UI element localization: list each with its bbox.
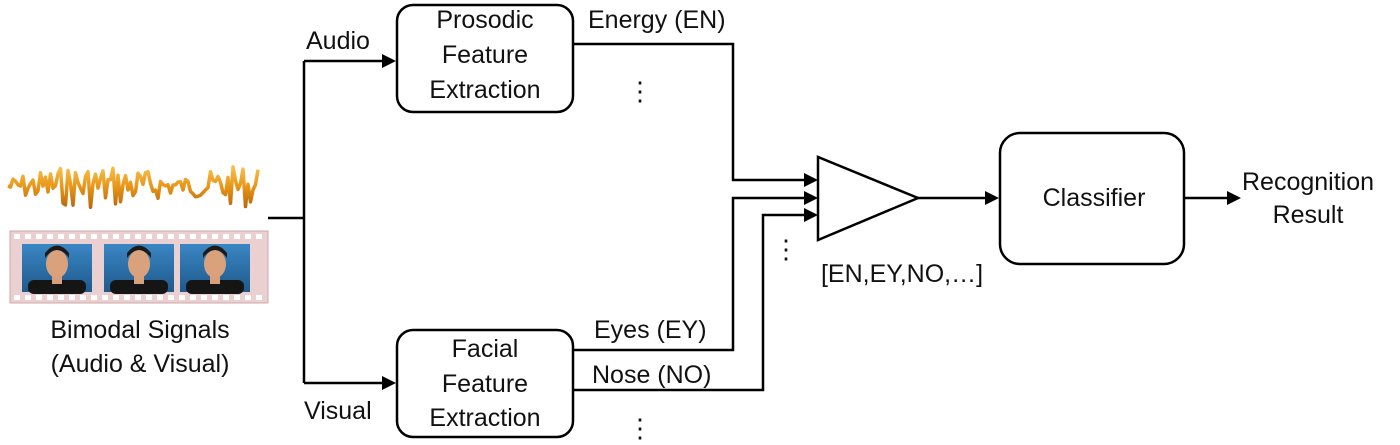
film-sprocket-hole <box>91 234 97 239</box>
audio-branch-label: Audio <box>306 27 370 55</box>
facial-box-line1: Facial <box>452 335 519 363</box>
film-sprocket-hole <box>124 234 130 239</box>
film-sprocket-hole <box>201 295 207 300</box>
film-sprocket-hole <box>256 295 262 300</box>
energy-feature-label: Energy (EN) <box>588 6 726 34</box>
film-sprocket-hole <box>256 234 262 239</box>
film-sprocket-hole <box>212 234 218 239</box>
classifier-label: Classifier <box>1043 184 1146 212</box>
film-sprocket-hole <box>245 295 251 300</box>
film-sprocket-hole <box>168 234 174 239</box>
film-sprocket-hole <box>47 234 53 239</box>
classifier-box: Classifier <box>998 131 1186 266</box>
film-sprocket-hole <box>223 234 229 239</box>
film-sprocket-hole <box>58 234 64 239</box>
film-sprocket-hole <box>113 234 119 239</box>
film-sprocket-hole <box>47 295 53 300</box>
film-sprocket-hole <box>25 295 31 300</box>
film-sprocket-hole <box>190 295 196 300</box>
facial-box-line2: Feature <box>442 370 528 398</box>
visual-branch-label: Visual <box>304 397 372 425</box>
film-sprocket-hole <box>146 295 152 300</box>
film-sprocket-hole <box>124 295 130 300</box>
feature-vector-label: [EN,EY,NO,…] <box>821 260 983 288</box>
prosodic-feature-extraction-box: Prosodic Feature Extraction <box>395 3 575 114</box>
nose-connector <box>573 208 818 392</box>
facial-feature-extraction-box: Facial Feature Extraction <box>395 328 575 439</box>
prosodic-box-line3: Extraction <box>429 76 540 104</box>
video-frame-1 <box>22 244 92 294</box>
feature-fusion-triangle <box>816 155 922 242</box>
film-sprocket-hole <box>135 234 141 239</box>
signals-label-line2: (Audio & Visual) <box>51 350 230 378</box>
eyes-connector <box>573 191 818 352</box>
film-sprocket-hole <box>245 234 251 239</box>
film-sprocket-hole <box>168 295 174 300</box>
film-sprocket-hole <box>179 295 185 300</box>
video-filmstrip-image <box>9 230 269 304</box>
prosodic-box-line2: Feature <box>442 41 528 69</box>
classifier-to-result-connector <box>1184 191 1241 205</box>
film-sprocket-hole <box>69 234 75 239</box>
prosodic-ellipsis: ⋮ <box>627 76 653 106</box>
split-connector <box>268 54 396 390</box>
arrow-to-facial <box>382 376 396 390</box>
arrow-to-prosodic <box>382 54 396 68</box>
audio-waveform-image <box>7 165 260 210</box>
signals-label-line1: Bimodal Signals <box>50 316 229 344</box>
film-sprocket-hole <box>179 234 185 239</box>
facial-ellipsis: ⋮ <box>627 413 653 443</box>
film-sprocket-hole <box>102 234 108 239</box>
film-sprocket-hole <box>36 295 42 300</box>
film-sprocket-hole <box>157 295 163 300</box>
eyes-feature-label: Eyes (EY) <box>594 316 707 344</box>
film-sprocket-hole <box>25 234 31 239</box>
result-label-line2: Result <box>1273 201 1344 229</box>
film-sprocket-hole <box>58 295 64 300</box>
result-label-line1: Recognition <box>1242 168 1374 196</box>
film-sprocket-hole <box>102 295 108 300</box>
film-sprocket-hole <box>14 234 20 239</box>
film-sprocket-hole <box>157 234 163 239</box>
film-sprocket-hole <box>234 234 240 239</box>
facial-box-line3: Extraction <box>429 404 540 432</box>
film-sprocket-hole <box>69 295 75 300</box>
film-sprocket-hole <box>234 295 240 300</box>
film-sprocket-hole <box>212 295 218 300</box>
film-sprocket-hole <box>14 295 20 300</box>
prosodic-box-line1: Prosodic <box>436 6 533 34</box>
video-frame-3 <box>180 244 250 294</box>
nose-feature-label: Nose (NO) <box>592 361 711 389</box>
film-sprocket-hole <box>223 295 229 300</box>
film-sprocket-hole <box>80 234 86 239</box>
film-sprocket-hole <box>135 295 141 300</box>
film-sprocket-hole <box>201 234 207 239</box>
fusion-to-classifier-connector <box>918 191 999 205</box>
film-sprocket-hole <box>146 234 152 239</box>
film-sprocket-hole <box>80 295 86 300</box>
energy-connector <box>573 42 818 187</box>
film-sprocket-hole <box>91 295 97 300</box>
film-sprocket-hole <box>190 234 196 239</box>
fusion-ellipsis: ⋮ <box>773 234 799 264</box>
video-frame-2 <box>104 244 174 294</box>
film-sprocket-hole <box>36 234 42 239</box>
film-sprocket-hole <box>113 295 119 300</box>
